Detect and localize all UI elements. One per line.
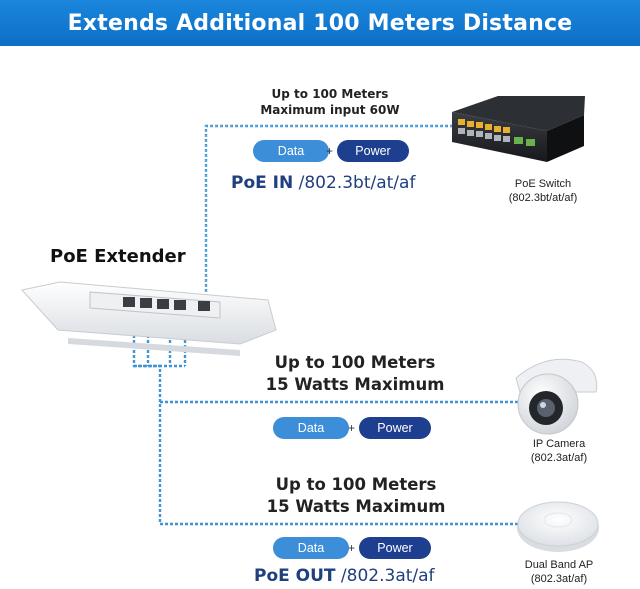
ip-camera-image (515, 358, 598, 435)
poe-extender-label: PoE Extender (50, 246, 186, 267)
ap-power-pill: Power (359, 537, 431, 559)
ip-camera-standard: (802.3at/af) (530, 452, 588, 464)
poe-out-standards: /802.3at/af (335, 566, 435, 586)
poe-in-protocol: PoE IN /802.3bt/at/af (231, 173, 415, 193)
dual-band-ap-image (517, 501, 599, 552)
banner-title: Extends Additional 100 Meters Distance (67, 10, 573, 36)
ap-data-pill: Data (273, 537, 349, 559)
input-power-pill: Power (337, 140, 409, 162)
ap-distance-line2: 15 Watts Maximum (266, 497, 446, 516)
poe-switch-standard: (802.3bt/at/af) (508, 192, 578, 204)
dual-band-ap-name: Dual Band AP (524, 559, 594, 571)
camera-distance-label: Up to 100 Meters 15 Watts Maximum (255, 352, 455, 396)
ip-camera-name: IP Camera (532, 438, 586, 450)
camera-plus-sign: + (348, 421, 356, 435)
camera-data-pill: Data (273, 417, 349, 439)
dual-band-ap-label: Dual Band AP (802.3at/af) (504, 558, 614, 586)
ap-distance-label: Up to 100 Meters 15 Watts Maximum (256, 474, 456, 518)
camera-distance-line1: Up to 100 Meters (274, 353, 436, 372)
poe-switch-label: PoE Switch (802.3bt/at/af) (488, 177, 598, 205)
poe-in-label: PoE IN (231, 173, 294, 193)
poe-switch-image (452, 96, 585, 162)
dual-band-ap-standard: (802.3at/af) (530, 573, 588, 585)
input-distance-line2: Maximum input 60W (260, 103, 400, 117)
title-banner: Extends Additional 100 Meters Distance (0, 0, 640, 46)
poe-in-standards: /802.3bt/at/af (293, 173, 416, 193)
ap-distance-line1: Up to 100 Meters (275, 475, 437, 494)
input-distance-line1: Up to 100 Meters (271, 87, 389, 101)
ip-camera-label: IP Camera (802.3at/af) (504, 437, 614, 465)
poe-out-protocol: PoE OUT /802.3at/af (254, 566, 435, 586)
camera-distance-line2: 15 Watts Maximum (265, 375, 445, 394)
input-distance-label: Up to 100 Meters Maximum input 60W (250, 86, 410, 118)
camera-power-pill: Power (359, 417, 431, 439)
ap-plus-sign: + (348, 541, 356, 555)
poe-switch-name: PoE Switch (514, 178, 572, 190)
input-plus-sign: + (326, 144, 334, 158)
poe-out-label: PoE OUT (254, 566, 336, 586)
input-data-pill: Data (253, 140, 329, 162)
poe-extender-image (21, 281, 277, 356)
